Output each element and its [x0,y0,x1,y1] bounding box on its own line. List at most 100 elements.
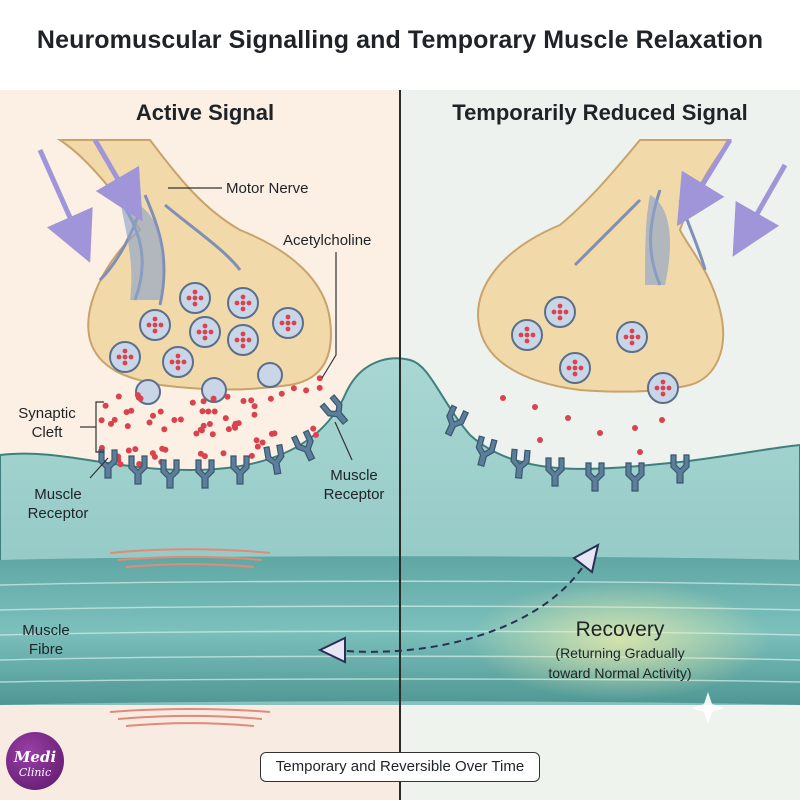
caption-box: Temporary and Reversible Over Time [260,752,540,782]
receptor [510,448,531,479]
acetylcholine-molecule [232,424,239,431]
logo-text-2: Clinic [18,766,52,779]
nerve-flow-arrow [37,148,93,263]
receptor [230,455,250,485]
vesicle [544,296,576,328]
acetylcholine-molecule [108,420,114,427]
acetylcholine-molecule [659,417,665,423]
vesicle [227,324,259,356]
acetylcholine-molecule [259,439,266,446]
receptor [160,459,180,489]
clinic-logo: Medi Clinic [6,718,68,790]
recovery-heading: Recovery [575,618,665,641]
muscle-receptor-label-right: Muscle Receptor [323,467,385,503]
acetylcholine-molecule [248,452,255,459]
acetylcholine-molecule [210,395,217,402]
vesicle [162,346,194,378]
acetylcholine-molecule [316,384,323,391]
vesicle [647,372,679,404]
acetylcholine-molecule [134,392,141,399]
vesicle [559,352,591,384]
logo-badge [6,732,64,790]
acetylcholine-molecule [149,450,156,457]
acetylcholine-molecule [123,409,130,416]
receptor [98,449,118,479]
acetylcholine-molecule [597,430,603,436]
synaptic-cleft-label: Synaptic Cleft [18,405,76,441]
acetylcholine-molecule [500,395,506,401]
right-panel-title: Temporarily Reduced Signal [452,100,748,125]
receptor [263,443,285,475]
acetylcholine-molecule [117,461,124,468]
acetylcholine-molecule [537,437,543,443]
acetylcholine-molecule [565,415,571,421]
acetylcholine-molecule [98,444,105,451]
acetylcholine-molecule [222,415,229,422]
vesicle [511,319,543,351]
receptor [625,462,645,492]
page-title: Neuromuscular Signalling and Temporary M… [36,26,764,54]
acetylcholine-molecule [111,416,118,423]
muscle-fibre-label: Muscle Fibre [22,622,70,658]
acetylcholine-molecule [290,385,297,392]
fusing-vesicle [257,362,283,388]
acetylcholine-molecule [632,425,638,431]
acetylcholine-molecule [251,403,258,410]
acetylcholine-molecule [220,450,227,457]
label-leaders [80,187,353,479]
nerve-flow-arrow [732,163,788,257]
receptor-group [98,394,690,492]
acetylcholine-molecule [248,397,255,404]
receptor [195,459,215,489]
acetylcholine-molecule [253,437,260,444]
acetylcholine-molecule [225,426,232,433]
receptor [290,429,316,462]
vesicle [616,321,648,353]
vesicle [109,341,141,373]
acetylcholine-molecule [532,404,538,410]
acetylcholine-molecule [268,430,275,437]
contraction-marks-bottom [109,708,271,727]
acetylcholine-molecule [146,419,153,426]
acetylcholine-molecule [303,387,310,394]
acetylcholine-molecule [205,408,212,415]
acetylcholine-molecule [128,407,135,414]
acetylcholine-molecule [254,443,261,450]
left-panel-title: Active Signal [135,100,275,125]
acetylcholine-molecule [240,398,247,404]
acetylcholine-molecule [199,408,206,415]
vesicle [189,316,221,348]
acetylcholine-molecule [157,408,164,415]
vesicle [272,307,304,339]
nerve-flow-arrow [676,138,733,227]
receptor [475,435,498,467]
vesicle [179,282,211,314]
acetylcholine-molecule [115,393,122,400]
acetylcholine-molecule [189,399,196,406]
receptor [444,404,470,437]
acetylcholine-molecule [132,446,139,453]
acetylcholine-molecule [98,417,105,424]
acetylcholine-molecule [201,453,208,460]
vesicle [139,309,171,341]
acetylcholine-molecule [102,402,109,409]
acetylcholine-molecule [159,445,166,452]
acetylcholine-molecule [150,412,156,419]
acetylcholine-molecule [206,421,213,427]
acetylcholine-molecule [211,408,218,415]
title-band [0,0,800,90]
nerve-flow-arrow [92,138,143,222]
receptor [545,457,565,487]
sparkle-icon [692,692,724,724]
acetylcholine-molecule [177,416,184,423]
acetylcholine-molecule [316,375,323,382]
recovery-glow [470,580,770,700]
acetylcholine-molecule [310,425,317,432]
acetylcholine-molecule [313,431,319,438]
recovery-sub-1: (Returning Gradually [555,645,685,661]
acetylcholine-molecule [200,422,207,429]
acetylcholine-molecule [193,430,200,437]
double-headed-arrow [334,554,591,653]
